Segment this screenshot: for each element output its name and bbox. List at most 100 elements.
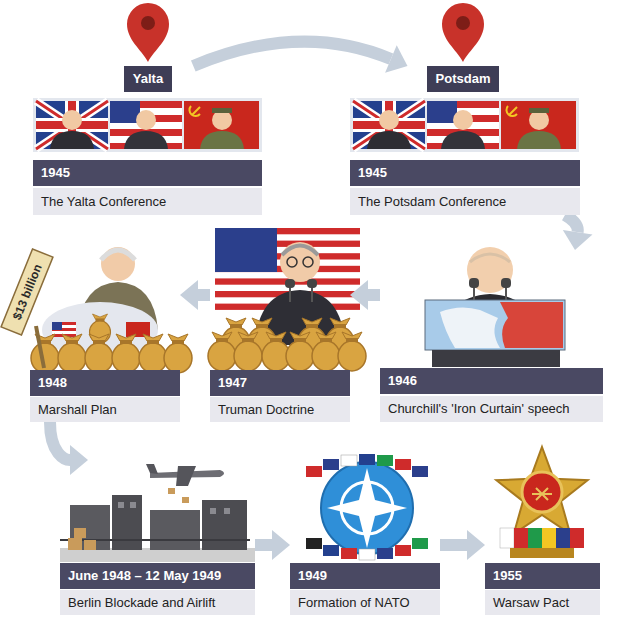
truman-illustration-part: [338, 332, 366, 371]
truman-illustration-part: [234, 332, 262, 371]
truman-illustration-part: [312, 332, 340, 371]
timeline-card: 1947Truman Doctrine: [210, 250, 350, 422]
nato-illustration-part: [341, 455, 357, 466]
title-band: The Potsdam Conference: [350, 188, 580, 215]
place-label: Yalta: [124, 66, 172, 92]
berlin-illustration: [60, 464, 255, 562]
churchill-illustration-part: [425, 300, 565, 350]
warsaw-illustration: [496, 447, 587, 558]
marshall-illustration-part: [58, 334, 86, 373]
arrow-head: [385, 45, 407, 73]
date-text: 1945: [358, 165, 387, 180]
timeline-card: 1949Formation of NATO: [290, 460, 440, 615]
churchill-illustration-part: [469, 278, 479, 288]
nato-illustration-part: [321, 462, 413, 554]
timeline-card: June 1948 – 12 May 1949Berlin Blockade a…: [60, 460, 255, 615]
timeline-card: 1948Marshall Plan: [30, 250, 180, 422]
location-pin-part: [141, 16, 155, 30]
timeline-card: 1955Warsaw Pact: [485, 460, 600, 615]
marshall-illustration-part: [85, 334, 113, 373]
location-pin-part: [456, 16, 470, 30]
location-pin: [442, 3, 484, 62]
arrow-head: [272, 530, 290, 560]
nato-illustration: [306, 454, 428, 560]
churchill-illustration-part: [501, 278, 511, 288]
event-title: Marshall Plan: [38, 402, 117, 417]
marshall-illustration-part: [101, 250, 135, 260]
berlin-illustration-part: [182, 497, 189, 503]
truman-illustration: [208, 228, 366, 371]
warsaw-illustration-part: [528, 528, 542, 548]
date-band: 1947: [210, 370, 350, 396]
churchill-illustration-part: [505, 286, 507, 300]
title-band: Churchill's 'Iron Curtain' speech: [380, 396, 603, 422]
date-band: 1945: [350, 160, 580, 186]
warsaw-illustration-part: [514, 528, 528, 548]
flow-arrow: [180, 280, 210, 310]
event-title: The Potsdam Conference: [358, 194, 506, 209]
marshall-illustration-part: [36, 326, 44, 368]
sign-text: $13 billion: [9, 262, 46, 322]
nato-illustration-part: [359, 549, 375, 560]
truman-illustration-part: [262, 332, 290, 371]
berlin-illustration-part: [118, 502, 124, 508]
berlin-illustration-part: [150, 510, 200, 550]
berlin-illustration-part: [202, 500, 247, 550]
nato-illustration-part: [306, 466, 322, 477]
berlin-illustration-part: [84, 540, 96, 550]
berlin-illustration-part: [168, 488, 175, 494]
date-band: 1948: [30, 370, 180, 396]
timeline-card: Potsdam 1945The Potsdam Conference: [350, 66, 580, 215]
churchill-illustration-part: [467, 247, 513, 293]
warsaw-illustration-part: [532, 488, 552, 500]
warsaw-illustration-part: [500, 528, 514, 548]
marshall-illustration-part: [126, 322, 150, 337]
nato-illustration-part: [377, 455, 393, 466]
truman-illustration-part: [208, 332, 236, 371]
arrow-shaft: [255, 539, 272, 551]
location-pin-part: [127, 3, 169, 62]
truman-illustration-part: [282, 246, 318, 256]
flow-arrow: [563, 215, 593, 250]
nato-illustration-part: [359, 454, 375, 465]
date-text: 1949: [298, 568, 327, 583]
churchill-illustration-part: [473, 286, 475, 300]
churchill-illustration-part: [470, 254, 510, 262]
event-title: Berlin Blockade and Airlift: [68, 595, 215, 610]
arrow-shaft: [50, 422, 70, 460]
event-title: The Yalta Conference: [41, 194, 166, 209]
title-band: Berlin Blockade and Airlift: [60, 590, 255, 615]
date-band: 1949: [290, 563, 440, 589]
berlin-illustration-part: [60, 548, 255, 562]
timeline-card: 1946Churchill's 'Iron Curtain' speech: [380, 250, 603, 422]
warsaw-illustration-part: [542, 528, 556, 548]
churchill-illustration: [425, 247, 565, 367]
place-label: Potsdam: [427, 66, 500, 92]
warsaw-illustration-part: [496, 447, 587, 534]
marshall-illustration-part: [139, 334, 167, 373]
truman-illustration-part: [303, 257, 313, 267]
title-band: Marshall Plan: [30, 397, 180, 422]
marshall-illustration-part: [112, 334, 140, 373]
truman-illustration-part: [285, 279, 295, 288]
berlin-illustration-part: [130, 502, 136, 508]
title-band: Warsaw Pact: [485, 590, 600, 615]
churchill-illustration-part: [500, 302, 563, 348]
flow-arrow: [50, 422, 88, 475]
arrow-shaft: [440, 539, 467, 551]
nato-illustration-part: [377, 548, 393, 559]
arrow-head: [563, 230, 593, 250]
truman-illustration-part: [215, 228, 277, 272]
marshall-illustration-part: [1, 249, 53, 335]
date-band: 1955: [485, 563, 600, 589]
marshall-illustration-part-part: [1, 249, 53, 335]
nato-illustration-part: [412, 466, 428, 477]
date-text: 1945: [41, 165, 70, 180]
nato-illustration-part: [323, 545, 339, 556]
warsaw-illustration-part: [522, 472, 562, 512]
event-title: Churchill's 'Iron Curtain' speech: [388, 401, 570, 416]
arrow-shaft: [198, 289, 210, 301]
berlin-illustration-part: [224, 508, 230, 514]
